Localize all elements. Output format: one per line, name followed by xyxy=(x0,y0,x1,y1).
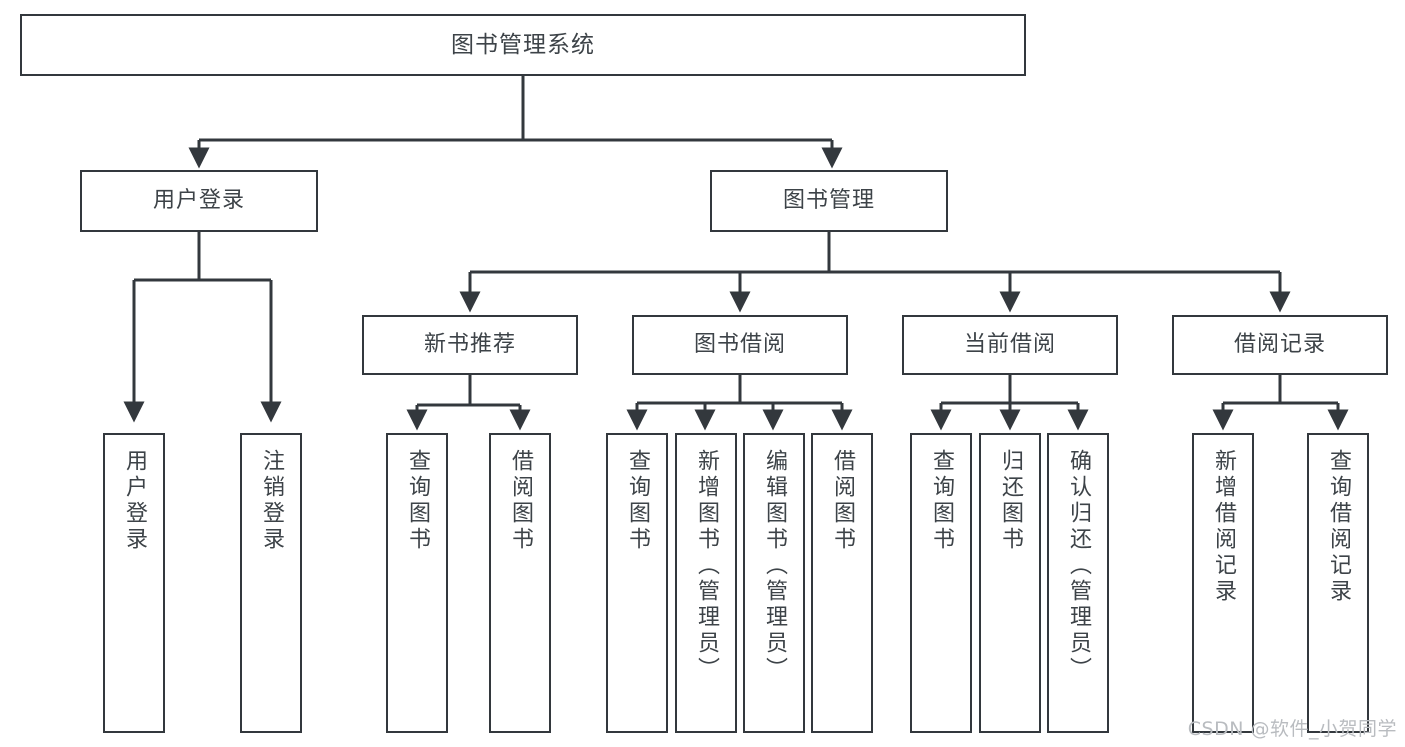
node-book-management[interactable]: 图书管理 xyxy=(710,170,948,232)
node-current-borrow[interactable]: 当前借阅 xyxy=(902,315,1118,375)
leaf-query-book-2[interactable]: 查询图书 xyxy=(606,433,668,733)
leaf-query-record[interactable]: 查询借阅记录 xyxy=(1307,433,1369,733)
leaf-logout[interactable]: 注销登录 xyxy=(240,433,302,733)
leaf-logout-label: 注销登录 xyxy=(259,449,284,553)
leaf-user-login[interactable]: 用户登录 xyxy=(103,433,165,733)
leaf-borrow-book-2-label: 借阅图书 xyxy=(830,449,855,553)
leaf-query-record-label: 查询借阅记录 xyxy=(1326,449,1351,605)
leaf-edit-book[interactable]: 编辑图书（管理员） xyxy=(743,433,805,733)
leaf-return-book-label: 归还图书 xyxy=(998,449,1023,553)
leaf-add-record[interactable]: 新增借阅记录 xyxy=(1192,433,1254,733)
leaf-borrow-book-1-label: 借阅图书 xyxy=(508,449,533,553)
leaf-query-book-3[interactable]: 查询图书 xyxy=(910,433,972,733)
leaf-query-book-3-label: 查询图书 xyxy=(929,449,954,553)
leaf-return-book[interactable]: 归还图书 xyxy=(979,433,1041,733)
leaf-add-book-label: 新增图书（管理员） xyxy=(694,449,719,683)
leaf-edit-book-label: 编辑图书（管理员） xyxy=(762,449,787,683)
leaf-user-login-label: 用户登录 xyxy=(122,449,147,553)
node-user-login[interactable]: 用户登录 xyxy=(80,170,318,232)
node-book-management-label: 图书管理 xyxy=(782,188,875,214)
node-borrow-record[interactable]: 借阅记录 xyxy=(1172,315,1388,375)
leaf-add-book[interactable]: 新增图书（管理员） xyxy=(675,433,737,733)
node-root[interactable]: 图书管理系统 xyxy=(20,14,1026,76)
leaf-borrow-book-1[interactable]: 借阅图书 xyxy=(489,433,551,733)
leaf-add-record-label: 新增借阅记录 xyxy=(1211,449,1236,605)
watermark: CSDN @软件_小贺同学 xyxy=(1187,718,1397,740)
node-new-book-recommend-label: 新书推荐 xyxy=(423,332,516,358)
node-book-borrow[interactable]: 图书借阅 xyxy=(632,315,848,375)
leaf-confirm-return-label: 确认归还（管理员） xyxy=(1066,449,1091,683)
leaf-confirm-return[interactable]: 确认归还（管理员） xyxy=(1047,433,1109,733)
leaf-query-book-2-label: 查询图书 xyxy=(625,449,650,553)
node-new-book-recommend[interactable]: 新书推荐 xyxy=(362,315,578,375)
node-borrow-record-label: 借阅记录 xyxy=(1233,332,1326,358)
leaf-query-book-1[interactable]: 查询图书 xyxy=(386,433,448,733)
leaf-query-book-1-label: 查询图书 xyxy=(405,449,430,553)
node-current-borrow-label: 当前借阅 xyxy=(963,332,1056,358)
node-user-login-label: 用户登录 xyxy=(152,188,245,214)
node-book-borrow-label: 图书借阅 xyxy=(693,332,786,358)
leaf-borrow-book-2[interactable]: 借阅图书 xyxy=(811,433,873,733)
node-root-label: 图书管理系统 xyxy=(451,31,595,58)
